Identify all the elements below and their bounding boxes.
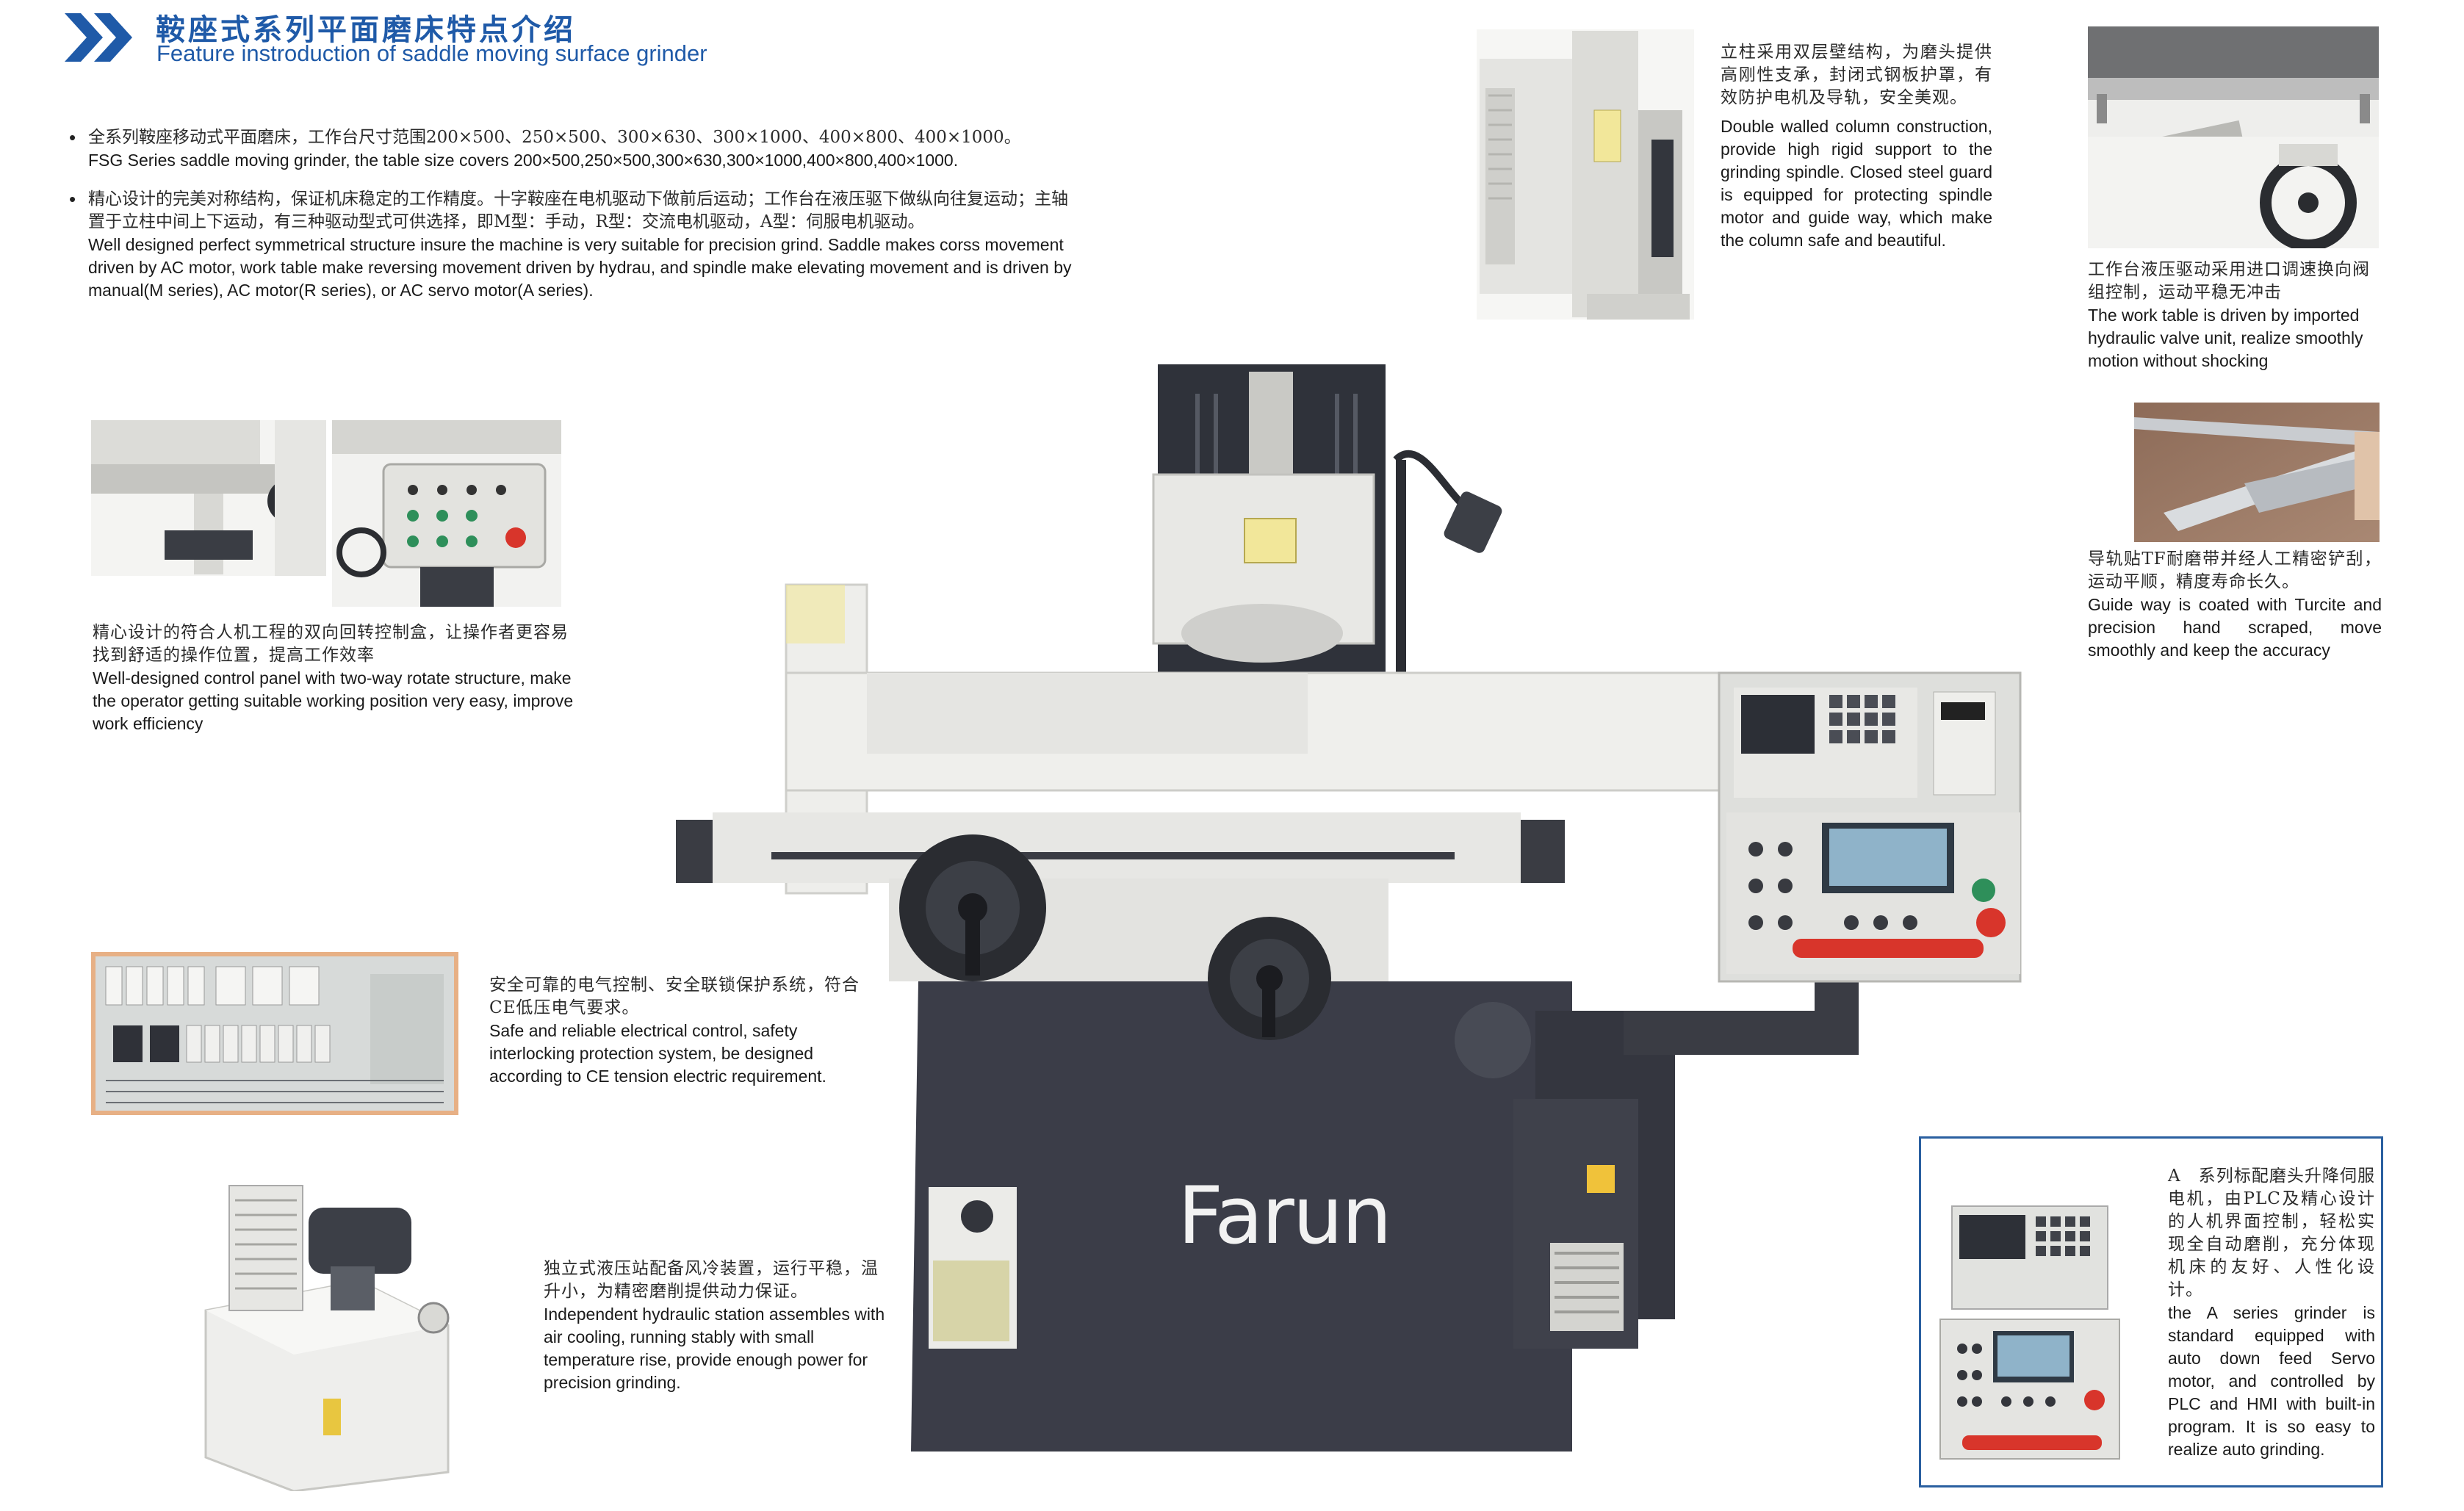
feature-a-series-en: the A series grinder is standard equippe… [2168, 1303, 2375, 1459]
feature-control-panel-en: Well-designed control panel with two-way… [93, 668, 574, 733]
feature-a-series-cn: A 系列标配磨头升降伺服电机，由PLC及精心设计的人机界面控制，轻松实现全自动磨… [2168, 1166, 2375, 1299]
feature-column-en: Double walled column construction, provi… [1721, 117, 1992, 250]
feature-electrical-en: Safe and reliable electrical control, sa… [489, 1021, 826, 1086]
intro-sizes-en: FSG Series saddle moving grinder, the ta… [88, 151, 959, 170]
hydraulic-table-photo [2088, 26, 2379, 248]
feature-control-panel-text: 精心设计的符合人机工程的双向回转控制盒，让操作者更容易找到舒适的操作位置，提高工… [93, 621, 577, 735]
feature-hydraulic-station-en: Independent hydraulic station assembles … [544, 1305, 885, 1392]
brand-logo: Farun [1178, 1170, 1392, 1262]
feature-guide-way-text: 导轨贴TF耐磨带并经人工精密铲刮，运动平顺，精度寿命长久。 Guide way … [2088, 548, 2382, 662]
feature-hydraulic-station-cn: 独立式液压站配备风冷装置，运行平稳，温升小，为精密磨削提供动力保证。 [544, 1259, 879, 1301]
page-title-cn: 鞍座式系列平面磨床特点介绍 [156, 13, 576, 47]
a-series-callout: A 系列标配磨头升降伺服电机，由PLC及精心设计的人机界面控制，轻松实现全自动磨… [1919, 1136, 2383, 1487]
feature-hydraulic-table-en: The work table is driven by imported hyd… [2088, 306, 2363, 370]
intro-structure-en: Well designed perfect symmetrical struct… [88, 235, 1072, 300]
feature-hydraulic-table-cn: 工作台液压驱动采用进口调速换向阀组控制，运动平稳无冲击 [2088, 260, 2370, 302]
intro-bullet-structure: 精心设计的完美对称结构，保证机床稳定的工作精度。十字鞍座在电机驱动下做前后运动；… [69, 188, 1073, 302]
intro-bullet-sizes: 全系列鞍座移动式平面磨床，工作台尺寸范围200×500、250×500、300×… [69, 126, 1073, 172]
feature-column-cn: 立柱采用双层壁结构，为磨头提供高刚性支承，封闭式钢板护罩，有效防护电机及导轨，安… [1721, 43, 1992, 107]
feature-hydraulic-station-text: 独立式液压站配备风冷装置，运行平稳，温升小，为精密磨削提供动力保证。 Indep… [544, 1258, 889, 1394]
page-title-en: Feature instroduction of saddle moving s… [156, 40, 707, 66]
feature-electrical-text: 安全可靠的电气控制、安全联锁保护系统，符合CE低压电气要求。 Safe and … [489, 974, 871, 1088]
intro-structure-cn: 精心设计的完美对称结构，保证机床稳定的工作精度。十字鞍座在电机驱动下做前后运动；… [88, 190, 1068, 231]
main-machine-image: Farun [669, 364, 2101, 1452]
intro-sizes-cn: 全系列鞍座移动式平面磨床，工作台尺寸范围200×500、250×500、300×… [88, 128, 1021, 147]
feature-a-series-text: A 系列标配磨头升降伺服电机，由PLC及精心设计的人机界面控制，轻松实现全自动磨… [2168, 1165, 2375, 1461]
feature-column-text: 立柱采用双层壁结构，为磨头提供高刚性支承，封闭式钢板护罩，有效防护电机及导轨，安… [1721, 41, 1992, 252]
control-panel-arm-photo [91, 420, 326, 576]
electrical-cabinet-photo [91, 952, 458, 1115]
guide-way-photo [2134, 403, 2380, 542]
control-panel-box-photo [332, 420, 561, 607]
column-photo [1477, 29, 1694, 320]
feature-hydraulic-table-text: 工作台液压驱动采用进口调速换向阀组控制，运动平稳无冲击 The work tab… [2088, 259, 2382, 372]
feature-control-panel-cn: 精心设计的符合人机工程的双向回转控制盒，让操作者更容易找到舒适的操作位置，提高工… [93, 623, 569, 665]
hydraulic-station-photo [198, 1178, 492, 1491]
a-series-panel-photo [1933, 1202, 2127, 1475]
feature-electrical-cn: 安全可靠的电气控制、安全联锁保护系统，符合CE低压电气要求。 [489, 976, 860, 1017]
double-chevron-icon [65, 13, 132, 62]
feature-guide-way-cn: 导轨贴TF耐磨带并经人工精密铲刮，运动平顺，精度寿命长久。 [2088, 549, 2382, 591]
feature-guide-way-en: Guide way is coated with Turcite and pre… [2088, 595, 2382, 660]
